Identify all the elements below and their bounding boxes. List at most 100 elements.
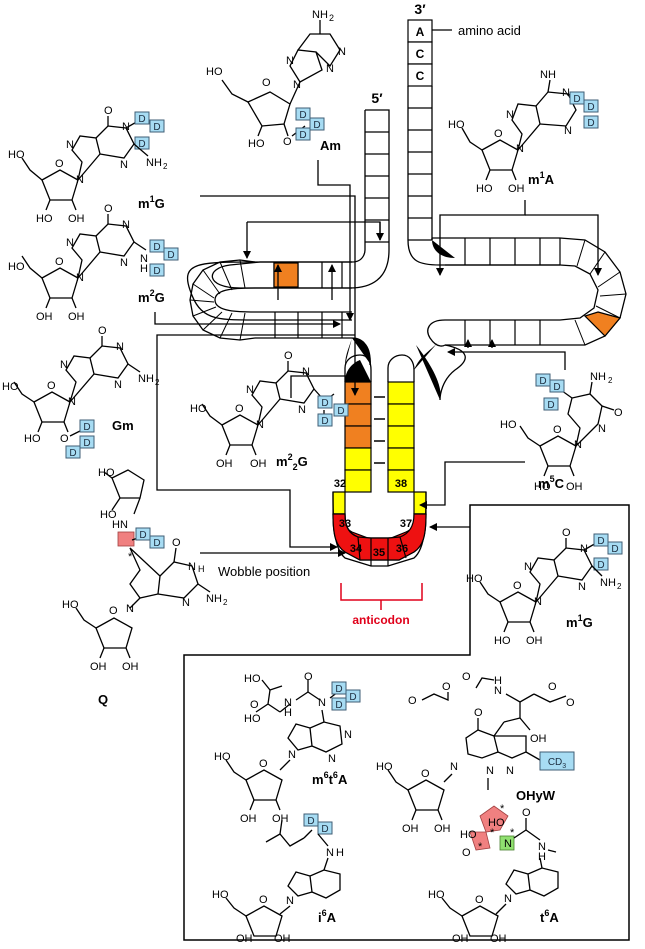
label-m6t6a: m6t6A bbox=[312, 770, 348, 787]
position-35: 35 bbox=[373, 547, 385, 559]
svg-text:N: N bbox=[506, 109, 514, 121]
svg-text:HN: HN bbox=[112, 519, 128, 531]
svg-text:OH: OH bbox=[274, 933, 291, 944]
svg-text:N: N bbox=[504, 838, 512, 850]
svg-text:N: N bbox=[66, 237, 74, 249]
svg-text:H: H bbox=[140, 263, 148, 275]
svg-text:HO: HO bbox=[476, 183, 493, 195]
svg-text:N: N bbox=[188, 561, 196, 573]
svg-text:N: N bbox=[298, 404, 306, 416]
svg-text:D: D bbox=[611, 544, 618, 555]
svg-text:NH: NH bbox=[540, 69, 556, 81]
position-37: 37 bbox=[400, 518, 412, 530]
svg-text:HO: HO bbox=[466, 573, 483, 585]
svg-text:O: O bbox=[421, 768, 430, 780]
svg-text:N: N bbox=[538, 841, 546, 853]
svg-text:H: H bbox=[538, 851, 546, 863]
svg-text:D: D bbox=[313, 120, 320, 131]
svg-text:O: O bbox=[284, 350, 293, 362]
svg-text:N: N bbox=[326, 63, 334, 75]
svg-text:H: H bbox=[494, 675, 502, 687]
svg-text:N: N bbox=[140, 253, 148, 265]
svg-text:D: D bbox=[321, 398, 328, 409]
svg-text:O: O bbox=[475, 894, 484, 906]
svg-text:OH: OH bbox=[90, 661, 107, 673]
svg-text:HO: HO bbox=[376, 761, 393, 773]
svg-text:O: O bbox=[442, 681, 451, 693]
svg-text:OH: OH bbox=[490, 933, 507, 944]
svg-text:N: N bbox=[116, 341, 124, 353]
label-i6a: i6A bbox=[318, 908, 337, 925]
svg-text:N: N bbox=[76, 272, 84, 284]
svg-text:OH: OH bbox=[236, 933, 253, 944]
svg-text:HO: HO bbox=[206, 66, 223, 78]
svg-text:HO: HO bbox=[248, 138, 265, 150]
svg-text:O: O bbox=[104, 203, 113, 215]
svg-text:OH: OH bbox=[508, 183, 525, 195]
svg-text:O: O bbox=[474, 707, 483, 719]
molecule-i6a: D D N H N HO O OH OH i6A bbox=[212, 813, 344, 945]
svg-text:D: D bbox=[587, 118, 594, 129]
svg-text:NH: NH bbox=[138, 373, 154, 385]
svg-text:D: D bbox=[138, 114, 145, 125]
svg-text:D: D bbox=[337, 406, 344, 417]
svg-text:N: N bbox=[598, 423, 606, 435]
svg-text:D: D bbox=[167, 250, 174, 261]
three-prime-label: 3′ bbox=[414, 1, 426, 17]
svg-text:HO: HO bbox=[244, 673, 261, 685]
svg-text:O: O bbox=[98, 325, 107, 337]
svg-text:HO: HO bbox=[100, 509, 117, 521]
svg-text:D: D bbox=[153, 266, 160, 277]
svg-text:N: N bbox=[126, 603, 134, 615]
svg-text:N: N bbox=[286, 895, 294, 907]
svg-text:NH: NH bbox=[206, 593, 222, 605]
svg-text:O: O bbox=[513, 580, 522, 592]
svg-text:D: D bbox=[547, 400, 554, 411]
svg-text:OH: OH bbox=[36, 311, 53, 323]
svg-text:*: * bbox=[128, 551, 133, 563]
svg-text:H: H bbox=[336, 847, 344, 859]
svg-text:O: O bbox=[60, 433, 69, 445]
svg-text:O: O bbox=[104, 105, 113, 117]
svg-text:O: O bbox=[262, 77, 271, 89]
molecule-m2g: HO O OH OH O N H D D D N N N N m2G bbox=[8, 203, 179, 323]
svg-text:O: O bbox=[522, 807, 531, 819]
position-38: 38 bbox=[395, 478, 407, 490]
label-m1g-box: m1G bbox=[566, 613, 593, 630]
anticodon-stem: 38 32 33 34 35 36 37 bbox=[332, 338, 427, 567]
svg-text:HO: HO bbox=[428, 889, 445, 901]
svg-text:D: D bbox=[69, 448, 76, 459]
svg-text:HO: HO bbox=[2, 381, 19, 393]
svg-text:O: O bbox=[614, 407, 623, 419]
svg-text:N: N bbox=[293, 79, 301, 91]
svg-text:N: N bbox=[114, 379, 122, 391]
svg-text:N: N bbox=[564, 125, 572, 137]
svg-text:OH: OH bbox=[68, 311, 85, 323]
svg-text:O: O bbox=[47, 380, 56, 392]
acceptor-stem-5prime bbox=[364, 109, 390, 250]
svg-text:N: N bbox=[68, 396, 76, 408]
svg-text:O: O bbox=[55, 158, 64, 170]
svg-text:OH: OH bbox=[526, 635, 543, 647]
svg-text:HO: HO bbox=[190, 403, 207, 415]
svg-text:N: N bbox=[122, 219, 130, 231]
svg-text:HO: HO bbox=[24, 433, 41, 445]
molecule-gm: HO O HO O O NH 2 D D D N N N N Gm bbox=[2, 325, 160, 459]
svg-text:HO: HO bbox=[8, 261, 25, 273]
svg-text:N: N bbox=[284, 697, 292, 709]
svg-text:HO: HO bbox=[212, 889, 229, 901]
svg-text:D: D bbox=[153, 122, 160, 133]
molecule-m1g-box: HO O HO OH O D D D NH 2 N N N N m1G bbox=[466, 527, 623, 647]
svg-text:HO: HO bbox=[244, 713, 261, 725]
svg-text:D: D bbox=[321, 824, 328, 835]
svg-text:N: N bbox=[326, 847, 334, 859]
svg-text:O: O bbox=[562, 527, 571, 539]
svg-text:OH: OH bbox=[122, 661, 139, 673]
svg-text:H: H bbox=[198, 564, 205, 574]
svg-text:N: N bbox=[182, 597, 190, 609]
svg-text:N: N bbox=[60, 359, 68, 371]
svg-text:O: O bbox=[259, 758, 268, 770]
svg-text:O: O bbox=[408, 695, 417, 707]
molecule-am: HO O HO O NH 2 N N N N D D D Am bbox=[206, 9, 346, 153]
svg-text:N: N bbox=[486, 765, 494, 777]
